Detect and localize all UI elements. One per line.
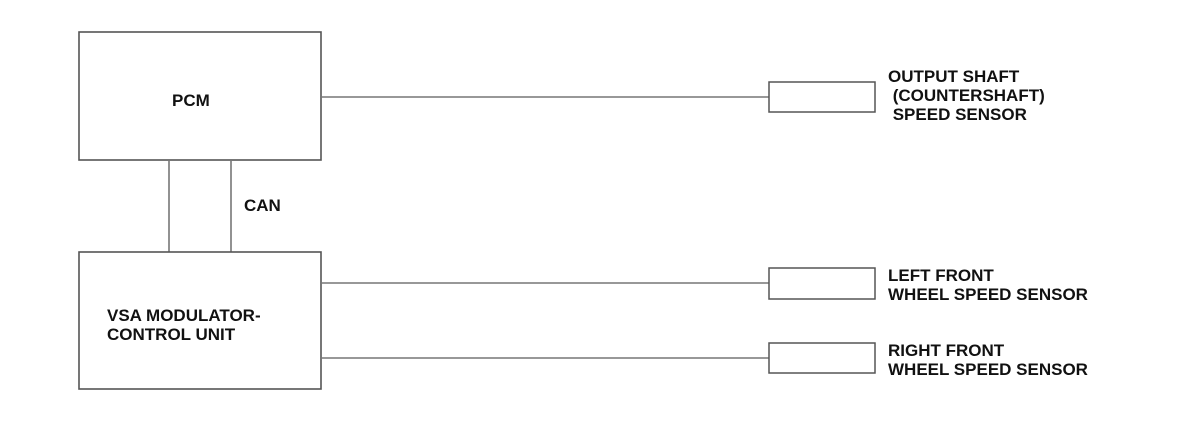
output-shaft-sensor-box bbox=[768, 81, 876, 113]
pcm-box bbox=[78, 31, 322, 161]
left-front-label-line2: WHEEL SPEED SENSOR bbox=[888, 285, 1088, 304]
right-front-label-line2: WHEEL SPEED SENSOR bbox=[888, 360, 1088, 379]
output-shaft-label-line1: OUTPUT SHAFT bbox=[888, 67, 1020, 86]
vsa-module: VSA MODULATOR- CONTROL UNIT bbox=[78, 251, 322, 390]
output-shaft-label-line3: SPEED SENSOR bbox=[888, 105, 1027, 124]
output-shaft-label-line2: (COUNTERSHAFT) bbox=[888, 86, 1045, 105]
pcm-module: PCM bbox=[78, 31, 322, 161]
vsa-label-line2: CONTROL UNIT bbox=[107, 325, 236, 344]
left-front-sensor-box bbox=[768, 267, 876, 300]
right-front-sensor: RIGHT FRONT WHEEL SPEED SENSOR bbox=[321, 341, 1088, 379]
right-front-sensor-box bbox=[768, 342, 876, 374]
can-label: CAN bbox=[244, 196, 281, 215]
pcm-label: PCM bbox=[172, 91, 210, 110]
vsa-label-line1: VSA MODULATOR- bbox=[107, 306, 261, 325]
left-front-sensor: LEFT FRONT WHEEL SPEED SENSOR bbox=[321, 266, 1088, 304]
left-front-label-line1: LEFT FRONT bbox=[888, 266, 994, 285]
can-bus: CAN bbox=[168, 160, 281, 252]
output-shaft-sensor: OUTPUT SHAFT (COUNTERSHAFT) SPEED SENSOR bbox=[321, 67, 1045, 124]
right-front-label-line1: RIGHT FRONT bbox=[888, 341, 1005, 360]
vsa-box bbox=[78, 251, 322, 390]
